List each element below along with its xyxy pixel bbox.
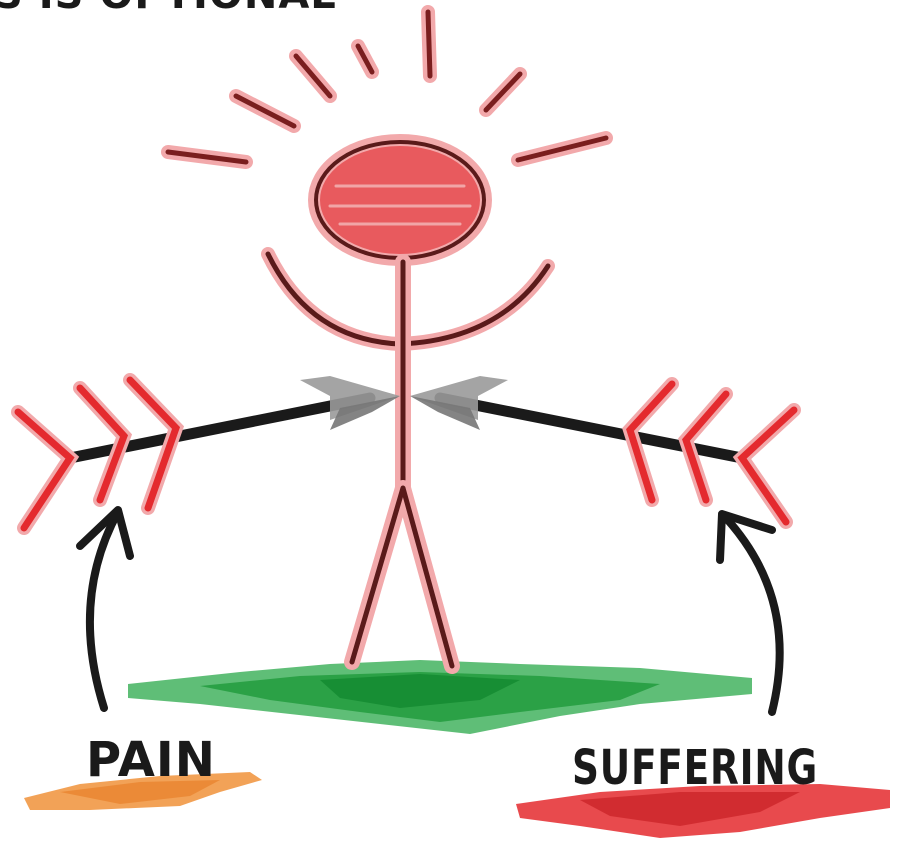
arrow-icon <box>18 376 400 528</box>
suffering-label: SUFFERING <box>572 740 818 796</box>
heading-fragment: S IS OPTIONAL <box>0 0 337 18</box>
arrow-icon <box>410 376 794 522</box>
pain-pointer-arrow <box>80 510 130 708</box>
figure-legs <box>352 488 452 666</box>
pain-label: PAIN <box>86 732 216 788</box>
ground-smudge <box>128 660 752 734</box>
stick-figure-icon <box>268 140 548 666</box>
